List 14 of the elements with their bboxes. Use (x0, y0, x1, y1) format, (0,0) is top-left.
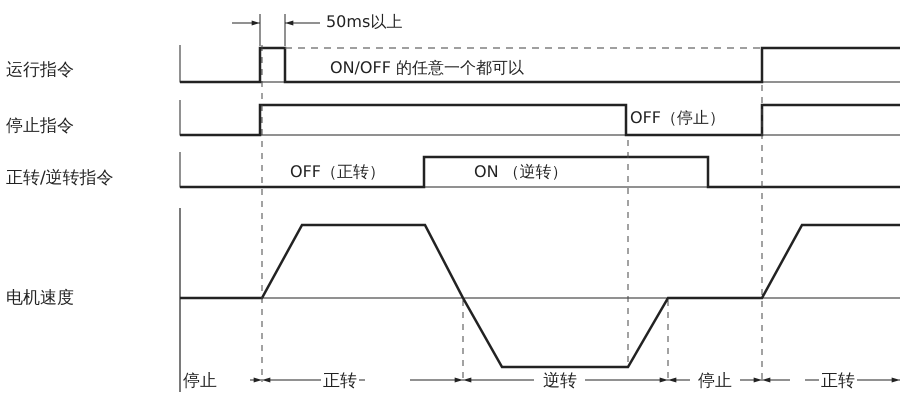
state-label: ON （逆转） (474, 164, 568, 180)
phase-label: 停止 (181, 372, 219, 390)
signal-name: 正转/逆转指令 (6, 170, 114, 186)
signal-name: 运行指令 (6, 62, 74, 78)
phase-label: 正转 (819, 372, 857, 390)
state-label: OFF（停止） (630, 110, 725, 126)
phase-label: 正转 (321, 372, 359, 390)
phase-label: 停止 (696, 372, 734, 390)
signal-name: 电机速度 (6, 290, 74, 306)
dimension-label: 50ms以上 (326, 14, 402, 30)
state-label: ON/OFF 的任意一个都可以 (328, 60, 526, 76)
signal-name: 停止指令 (6, 118, 74, 134)
phase-label: 逆转 (541, 372, 579, 390)
state-label: OFF（正转） (290, 164, 385, 180)
